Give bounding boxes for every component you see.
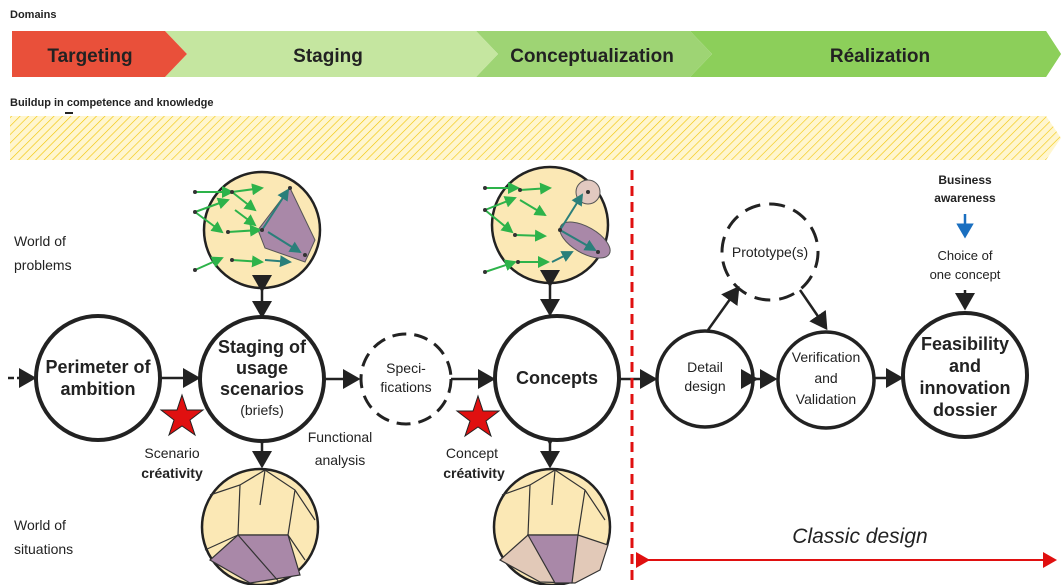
phase-conceptualization-label: Conceptualization bbox=[510, 46, 674, 67]
problems-network-1 bbox=[193, 170, 322, 290]
phase-bar: Targeting Staging Conceptualization Réal… bbox=[12, 31, 1061, 77]
situations-mosaic-2 bbox=[492, 467, 612, 585]
node-verification: Verification and Validation bbox=[776, 330, 876, 430]
node-perimeter: Perimeter of ambition bbox=[34, 314, 162, 442]
node-detail-design: Detail design bbox=[655, 329, 755, 429]
svg-text:analysis: analysis bbox=[315, 452, 366, 468]
concept-star-icon bbox=[455, 394, 501, 438]
classic-design-label: Classic design bbox=[792, 525, 927, 548]
vertical-links bbox=[252, 270, 560, 469]
svg-text:Detail: Detail bbox=[687, 359, 723, 375]
svg-text:dossier: dossier bbox=[933, 400, 997, 420]
scenario-star-icon bbox=[159, 393, 205, 437]
svg-text:one concept: one concept bbox=[930, 267, 1001, 282]
svg-text:Prototype(s): Prototype(s) bbox=[732, 244, 808, 260]
svg-text:(briefs): (briefs) bbox=[240, 402, 284, 418]
svg-text:Business: Business bbox=[938, 173, 992, 187]
svg-text:innovation: innovation bbox=[920, 378, 1011, 398]
svg-text:Concepts: Concepts bbox=[516, 368, 598, 388]
svg-text:usage: usage bbox=[236, 358, 288, 378]
svg-text:Choice of: Choice of bbox=[938, 248, 993, 263]
phase-realization-label: Réalization bbox=[830, 46, 930, 67]
concept-creativity-note: Concept créativity bbox=[443, 445, 505, 481]
buildup-label: Buildup in competence and knowledge bbox=[10, 97, 214, 109]
node-specifications: Speci- fications bbox=[359, 332, 453, 426]
svg-text:Feasibility: Feasibility bbox=[921, 334, 1009, 354]
phase-targeting-shape bbox=[12, 31, 187, 77]
svg-text:Staging of: Staging of bbox=[218, 337, 307, 357]
svg-text:Perimeter of: Perimeter of bbox=[45, 357, 151, 377]
scenario-creativity-note: Scenario créativity bbox=[141, 445, 203, 481]
svg-text:World of: World of bbox=[14, 233, 66, 249]
svg-text:Verification: Verification bbox=[792, 349, 860, 365]
problems-network-2 bbox=[483, 165, 611, 285]
svg-text:and: and bbox=[949, 356, 981, 376]
situations-mosaic-1 bbox=[200, 467, 320, 585]
choice-note: Choice of one concept bbox=[930, 248, 1001, 282]
svg-text:Functional: Functional bbox=[308, 429, 373, 445]
functional-analysis-note: Functional analysis bbox=[308, 429, 373, 468]
svg-text:créativity: créativity bbox=[443, 465, 505, 481]
flow-arrows bbox=[8, 285, 904, 389]
domains-label: Domains bbox=[10, 9, 56, 21]
svg-text:ambition: ambition bbox=[61, 379, 136, 399]
world-of-situations-label: World of situations bbox=[14, 517, 73, 557]
svg-text:awareness: awareness bbox=[934, 191, 996, 205]
svg-text:World of: World of bbox=[14, 517, 66, 533]
svg-text:situations: situations bbox=[14, 541, 73, 557]
svg-text:Speci-: Speci- bbox=[386, 360, 426, 376]
world-of-problems-label: World of problems bbox=[14, 233, 72, 273]
phase-staging-shape bbox=[165, 31, 498, 77]
svg-text:Concept: Concept bbox=[446, 445, 498, 461]
phase-conceptualization-shape bbox=[476, 31, 712, 77]
node-staging: Staging of usage scenarios (briefs) bbox=[198, 315, 326, 443]
svg-text:scenarios: scenarios bbox=[220, 379, 304, 399]
svg-text:Validation: Validation bbox=[796, 391, 856, 407]
svg-text:Scenario: Scenario bbox=[144, 445, 199, 461]
node-concepts: Concepts bbox=[493, 314, 621, 442]
buildup-band bbox=[10, 116, 1061, 160]
svg-text:and: and bbox=[814, 370, 837, 386]
business-awareness-note: Business awareness bbox=[934, 173, 996, 205]
phase-staging-label: Staging bbox=[293, 46, 363, 67]
svg-text:fications: fications bbox=[380, 379, 431, 395]
node-feasibility: Feasibility and innovation dossier bbox=[901, 311, 1029, 439]
phase-targeting-label: Targeting bbox=[47, 46, 132, 67]
svg-text:créativity: créativity bbox=[141, 465, 203, 481]
svg-text:problems: problems bbox=[14, 257, 72, 273]
node-prototype: Prototype(s) bbox=[720, 202, 820, 302]
phase-realization-shape bbox=[690, 31, 1061, 77]
svg-text:design: design bbox=[684, 378, 725, 394]
